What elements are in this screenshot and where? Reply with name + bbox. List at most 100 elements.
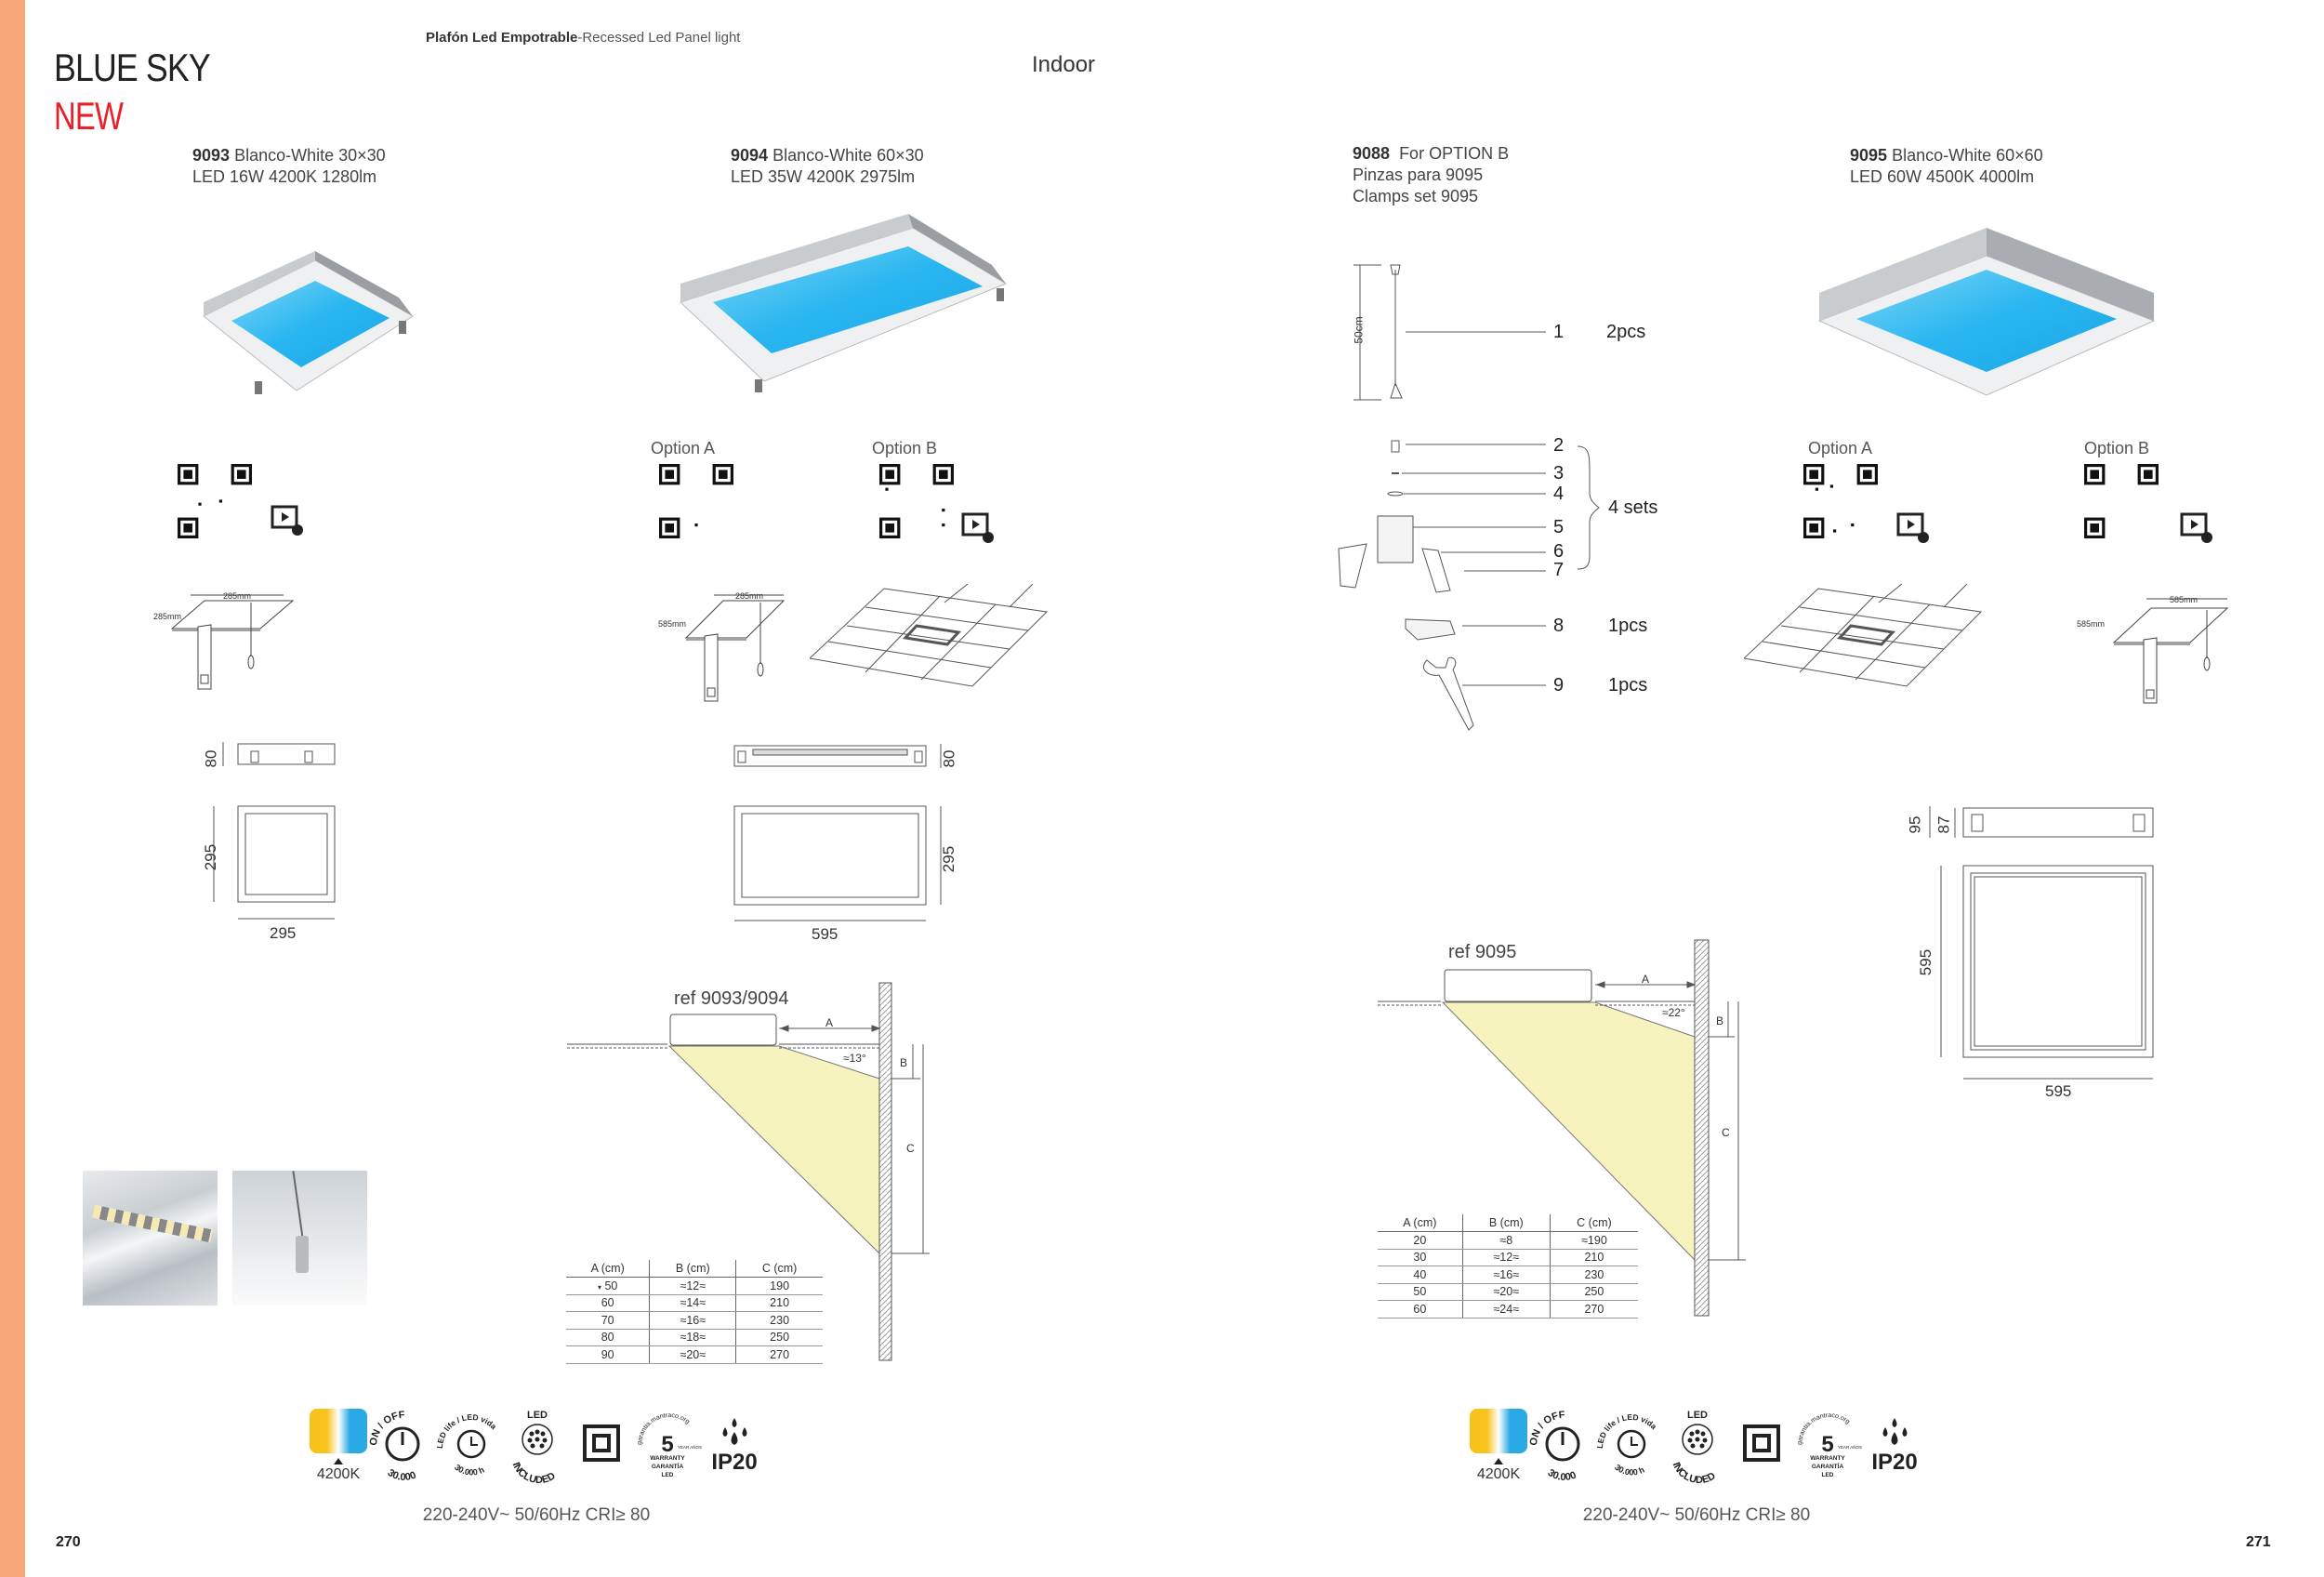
height-label: 80 [940, 749, 958, 768]
table-cell: 70 [566, 1311, 650, 1330]
quantity-part-8: 1pcs [1608, 616, 1648, 636]
option-b-label: Option B [872, 439, 938, 457]
cct-label: 4200K [1477, 1466, 1521, 1482]
beam-diagram-9093-9094 [567, 982, 930, 1361]
option-b-label: Option B [2084, 439, 2150, 457]
qr-code-9094-option-b[interactable] [879, 464, 954, 538]
suspension-clamp-photo [232, 1171, 367, 1305]
kit-line3: Clamps set 9095 [1353, 187, 1479, 205]
electrical-spec: 220-240V~ 50/60Hz CRI≥ 80 [1582, 1505, 1811, 1525]
table-cell: 40 [1378, 1266, 1463, 1284]
electrical-spec: 220-240V~ 50/60Hz CRI≥ 80 [422, 1505, 651, 1525]
cut-width-label: 285mm [223, 591, 251, 601]
table-cell: ≈14≈ [649, 1294, 736, 1312]
qr-code-9094-option-a[interactable] [659, 464, 733, 538]
on-off-cycles-icon: ON / OFF 30.000 [368, 1410, 420, 1483]
table-cell: ≈20≈ [649, 1345, 736, 1364]
video-play-icon[interactable] [271, 503, 304, 537]
page-subtitle: Plafón Led Empotrable-Recessed Led Panel… [426, 30, 740, 46]
beam-diagram-9095 [1378, 939, 1746, 1317]
cut-width-label: 285mm [735, 591, 763, 601]
product-spec: LED 16W 4200K 1280lm [192, 167, 377, 186]
beam-angle-label: ≈13° [843, 1052, 866, 1065]
cell-a: 50 [604, 1279, 618, 1292]
beam-distance-table: A (cm)B (cm)C (cm) ▾ 50≈12≈190 60≈14≈210… [566, 1260, 823, 1364]
product-code: 9094 [731, 146, 769, 165]
svg-text:30.000: 30.000 [1546, 1467, 1578, 1483]
warranty-l3: LED [1822, 1472, 1834, 1478]
cutout-9093-drawing: 285mm 285mm [153, 591, 295, 690]
qr-code-9095-option-b[interactable] [2084, 464, 2159, 538]
led-label: LED [527, 1410, 548, 1421]
included-label: INCLUDED [510, 1461, 558, 1486]
dimensions-9093-drawing [213, 742, 336, 920]
table-header: A (cm) [566, 1260, 650, 1278]
video-play-icon[interactable] [1896, 510, 1930, 544]
quantity-part-1: 2pcs [1606, 322, 1646, 342]
option-a-label: Option A [1808, 439, 1873, 457]
qr-code-9093[interactable] [178, 464, 252, 538]
warranty-unit: YEAR AÑOS [1838, 1444, 1862, 1450]
table-row: 20≈8≈190 [1378, 1231, 1638, 1250]
table-cell: 270 [735, 1345, 823, 1364]
row-marker: ▾ [597, 1282, 601, 1292]
ip-rating-label: IP20 [1871, 1450, 1917, 1475]
table-row: 30≈12≈210 [1378, 1249, 1638, 1266]
side-label: 295 [940, 845, 958, 873]
water-drops-icon [1882, 1418, 1908, 1445]
table-cell: ≈190 [1549, 1231, 1638, 1250]
clamp-kit-parts-drawing [1338, 264, 1600, 731]
led-strip [91, 1204, 214, 1243]
led-label: LED [1687, 1410, 1708, 1421]
led-life-clock-icon: LED life / LED vida 30.000 h [435, 1412, 499, 1478]
part-number-7: 7 [1553, 560, 1565, 580]
ip-rating-label: IP20 [711, 1450, 757, 1475]
table-row: 70≈16≈230 [566, 1311, 823, 1330]
clamp-body [296, 1236, 309, 1273]
table-cell: 80 [566, 1329, 650, 1346]
ceiling-grid-drawing [810, 584, 1049, 687]
video-play-icon[interactable] [2180, 510, 2213, 544]
warranty-l1: WARRANTY [650, 1455, 685, 1462]
dimension-a-label: A [825, 1016, 834, 1029]
dimension-a-label: A [1642, 973, 1650, 986]
overall-height-label: 95 [1906, 815, 1924, 834]
table-header: B (cm) [649, 1260, 736, 1278]
quantity-parts-2-7: 4 sets [1608, 497, 1658, 518]
product-9094-image [680, 214, 1008, 392]
table-row: 60≈14≈210 [566, 1294, 823, 1312]
class-ii-double-insulation-icon [583, 1425, 620, 1462]
included-label: INCLUDED [1670, 1461, 1718, 1486]
subtitle-bold: Plafón Led Empotrable [426, 30, 578, 46]
table-cell: ≈12≈ [649, 1277, 736, 1295]
table-cell: 60 [566, 1294, 650, 1312]
feature-icons-left: 4200K ON / OFF 30.000 LED life / LED vid… [297, 1404, 790, 1511]
width-label: 295 [270, 924, 297, 942]
table-cell: 20 [1378, 1231, 1463, 1250]
qr-code-9095-option-a[interactable] [1803, 464, 1878, 538]
warranty-l2: GARANTÍA [652, 1462, 684, 1470]
dimensions-9095-drawing [1929, 806, 2154, 1080]
diagram-ref-label: ref 9093/9094 [674, 988, 789, 1009]
product-desc: Blanco-White 60×60 [1892, 146, 2043, 165]
table-cell: 270 [1549, 1300, 1638, 1319]
orange-edge-strip [0, 0, 25, 1577]
video-play-icon[interactable] [961, 510, 995, 544]
cct-label: 4200K [317, 1466, 361, 1482]
kit-code: 9088 [1353, 144, 1391, 163]
height-label: 80 [202, 749, 220, 768]
table-row: 90≈20≈270 [566, 1345, 823, 1364]
dimension-c-label: C [1722, 1126, 1730, 1139]
part-number-8: 8 [1553, 616, 1565, 636]
table-cell: ≈8 [1461, 1231, 1551, 1250]
svg-text:30.000 h: 30.000 h [453, 1463, 485, 1478]
product-9093-image [203, 251, 414, 394]
product-9095-image [1817, 228, 2156, 396]
kit-line2: Pinzas para 9095 [1353, 166, 1484, 184]
part-number-3: 3 [1553, 463, 1565, 484]
warranty-years: 5 [1821, 1432, 1833, 1457]
page-number-right: 271 [2246, 1534, 2271, 1550]
table-cell: 250 [1549, 1283, 1638, 1301]
